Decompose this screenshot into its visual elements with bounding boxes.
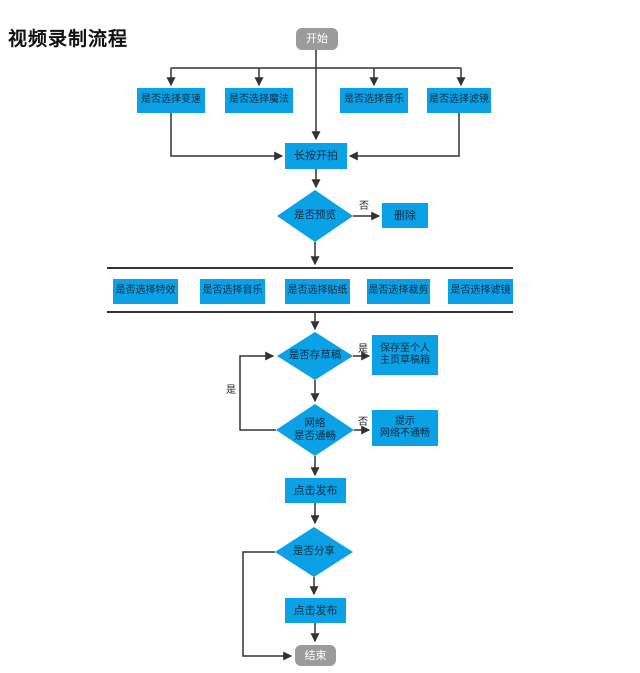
node-choose-filter: 是否选择滤镜 <box>427 88 491 113</box>
node-publish-2: 点击发布 <box>285 598 346 623</box>
decision-network-ok-line2: 是否通畅 <box>294 430 336 442</box>
node-choose-crop: 是否选择裁剪 <box>367 279 430 304</box>
node-long-press-record: 长按开拍 <box>285 143 347 169</box>
node-network-tip-line1: 提示 <box>395 415 415 427</box>
edge-label-preview-no: 否 <box>359 201 369 212</box>
node-save-to-drafts-line1: 保存至个人 <box>380 342 430 354</box>
edge-label-loop-yes: 是 <box>226 385 236 396</box>
edge-label-draft-yes: 是 <box>358 344 368 355</box>
node-choose-magic: 是否选择魔法 <box>225 88 293 113</box>
node-publish-1: 点击发布 <box>285 478 346 503</box>
node-delete: 删除 <box>382 203 428 228</box>
node-choose-music-edit: 是否选择音乐 <box>200 279 265 304</box>
node-choose-effects: 是否选择特效 <box>113 279 178 304</box>
node-end: 结束 <box>295 645 336 666</box>
decision-network-ok-line1: 网络 <box>304 416 326 429</box>
page-title: 视频录制流程 <box>8 28 129 50</box>
node-choose-sticker: 是否选择贴纸 <box>285 279 350 304</box>
node-start: 开始 <box>296 28 338 50</box>
edge-label-network-no: 否 <box>358 417 368 428</box>
node-choose-filter-edit: 是否选择滤镜 <box>448 279 513 304</box>
node-network-tip: 提示 网络不通畅 <box>372 410 438 446</box>
node-choose-music: 是否选择音乐 <box>340 88 408 113</box>
node-save-to-drafts: 保存至个人 主页草稿箱 <box>372 335 438 375</box>
node-save-to-drafts-line2: 主页草稿箱 <box>380 355 430 366</box>
node-choose-speed: 是否选择变速 <box>137 88 205 113</box>
node-network-tip-line2: 网络不通畅 <box>380 428 430 439</box>
